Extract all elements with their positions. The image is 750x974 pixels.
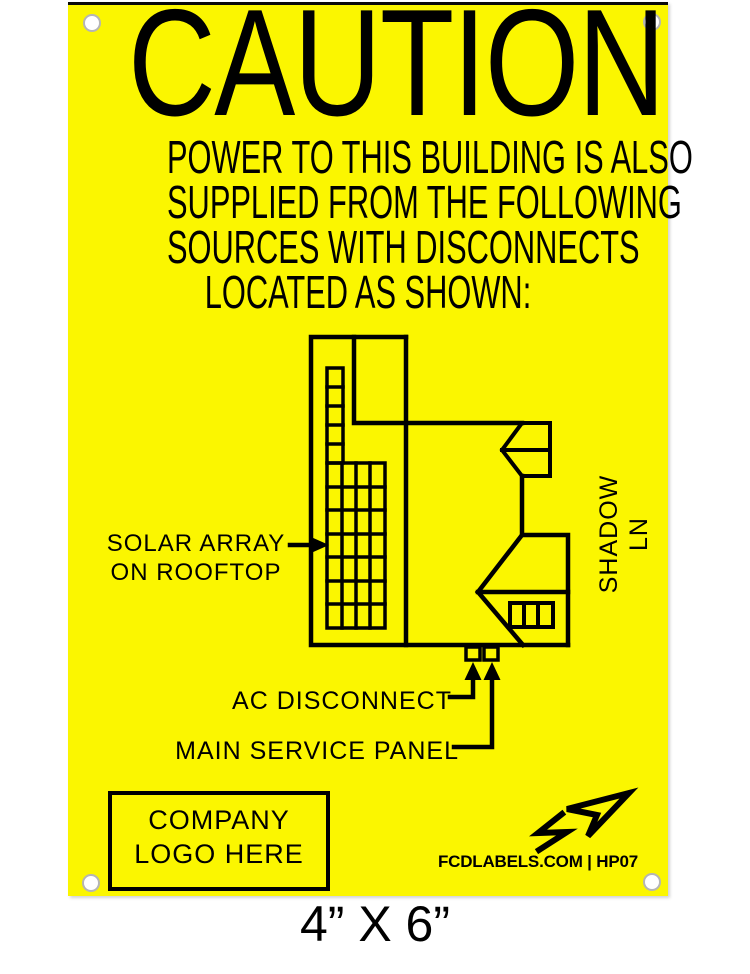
caution-sign-label: CAUTION POWER TO THIS BUILDING IS ALSO S… (68, 0, 693, 896)
building-outline (308, 334, 571, 648)
ac-disconnect-box (464, 645, 482, 662)
warning-text-line: SOURCES WITH DISCONNECTS (167, 221, 640, 273)
house-window-panes (522, 601, 540, 629)
company-logo-text-line1: COMPANY (148, 805, 290, 835)
warning-text: POWER TO THIS BUILDING IS ALSO SUPPLIED … (68, 134, 693, 318)
mounting-hole-bottom-left (82, 874, 100, 892)
solar-array-grid-upper (325, 366, 345, 465)
caution-headline: CAUTION (128, 0, 666, 148)
north-arrow-icon (528, 787, 639, 855)
mounting-hole-bottom-right (643, 873, 661, 891)
solar-array-grid-upper-cells (325, 385, 345, 446)
main-service-panel-arrowhead (483, 662, 501, 680)
warning-text-line: LOCATED AS SHOWN: (204, 266, 532, 318)
solar-array-grid-lower-columns (340, 461, 372, 630)
mounting-hole-top-left (83, 14, 101, 32)
house-gable-ridge (474, 531, 526, 596)
building-interior-wall (351, 334, 525, 426)
solar-array-label-line1: SOLAR ARRAY (106, 530, 286, 557)
main-service-panel-box (482, 645, 500, 662)
ac-disconnect-arrow-line (447, 677, 476, 700)
brand-footer-text: FCDLABELS.COM | HP07 (437, 852, 638, 871)
solar-array-label: SOLAR ARRAY ON ROOFTOP (96, 529, 296, 587)
company-logo-box: COMPANY LOGO HERE (108, 791, 330, 891)
company-logo-text-line2: LOGO HERE (134, 839, 304, 869)
size-caption: 4” X 6” (299, 896, 451, 952)
solar-array-label-line2: ON ROOFTOP (110, 559, 282, 586)
main-service-panel-label: MAIN SERVICE PANEL (175, 737, 459, 765)
building-right-wall (519, 473, 571, 648)
main-service-panel-arrow-line (451, 677, 495, 750)
roof-detail-upper (499, 421, 552, 478)
solar-array-arrowhead (311, 537, 329, 553)
ac-disconnect-label: AC DISCONNECT (232, 687, 452, 715)
house-window (508, 601, 555, 629)
solar-array-grid-lower-rows (325, 485, 387, 606)
mounting-hole-top-right (643, 13, 661, 31)
ac-disconnect-arrowhead (464, 662, 482, 680)
house-gable-slope (474, 588, 527, 649)
